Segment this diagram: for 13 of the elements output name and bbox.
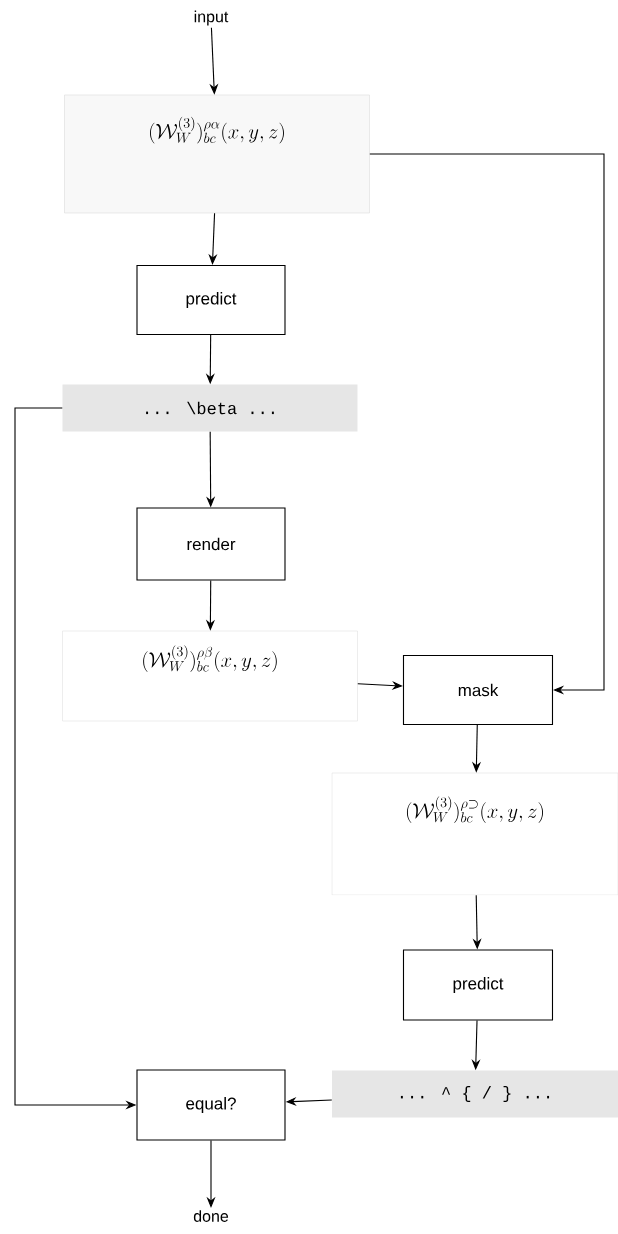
process-box: predict	[136, 264, 286, 336]
flow-label: done	[193, 1210, 229, 1222]
arrow	[369, 153, 605, 695]
formula-box: $(\mathcal{W}_W^{(3)})^{\rho\supset}_{bc}(x,y,z)$	[331, 772, 618, 896]
process-box: equal?	[136, 1069, 286, 1141]
process-box: render	[136, 507, 286, 581]
code-box: ... ^ { / } ...	[332, 1070, 618, 1118]
formula-box: $(\mathcal{W}_W^{(3)})^{\rho\beta}_{bc}(x,y,z)$	[62, 630, 358, 722]
formula-box: $(\mathcal{W}_W^{(3)})^{\rho\alpha}_{bc}(x,y,z)$	[64, 94, 370, 214]
process-box: mask	[402, 654, 554, 726]
process-box: predict	[402, 949, 554, 1021]
code-box: ... \beta ...	[62, 384, 358, 432]
flow-label: input	[194, 10, 229, 26]
